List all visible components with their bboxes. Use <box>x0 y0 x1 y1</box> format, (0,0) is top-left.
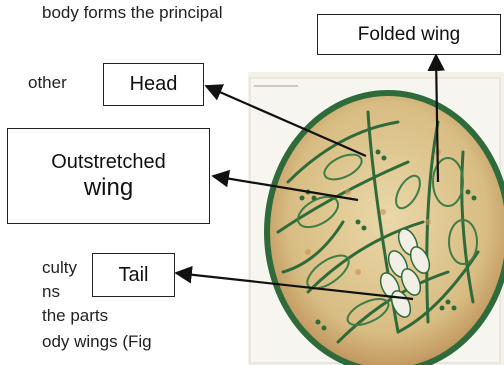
body-text-line-4: ns <box>42 282 60 302</box>
plate-photograph <box>248 72 504 365</box>
plate-surface <box>270 96 504 365</box>
label-outstretched-wing: Outstretched wing <box>7 128 210 224</box>
label-outstretched-line-1: Outstretched <box>51 151 166 174</box>
label-folded-wing-text: Folded wing <box>358 24 460 46</box>
label-head: Head <box>103 63 204 106</box>
label-folded-wing: Folded wing <box>317 14 501 55</box>
label-tail-text: Tail <box>118 264 148 287</box>
body-text-line-3: culty <box>42 258 77 278</box>
label-head-text: Head <box>130 73 178 96</box>
body-text-line-1: body forms the principal <box>42 3 222 23</box>
body-text-line-5: the parts <box>42 306 108 326</box>
label-outstretched-line-2: wing <box>84 174 133 202</box>
label-tail: Tail <box>92 253 175 297</box>
body-text-line-6: ody wings (Fig <box>42 332 152 352</box>
body-text-line-2: other <box>28 73 67 93</box>
